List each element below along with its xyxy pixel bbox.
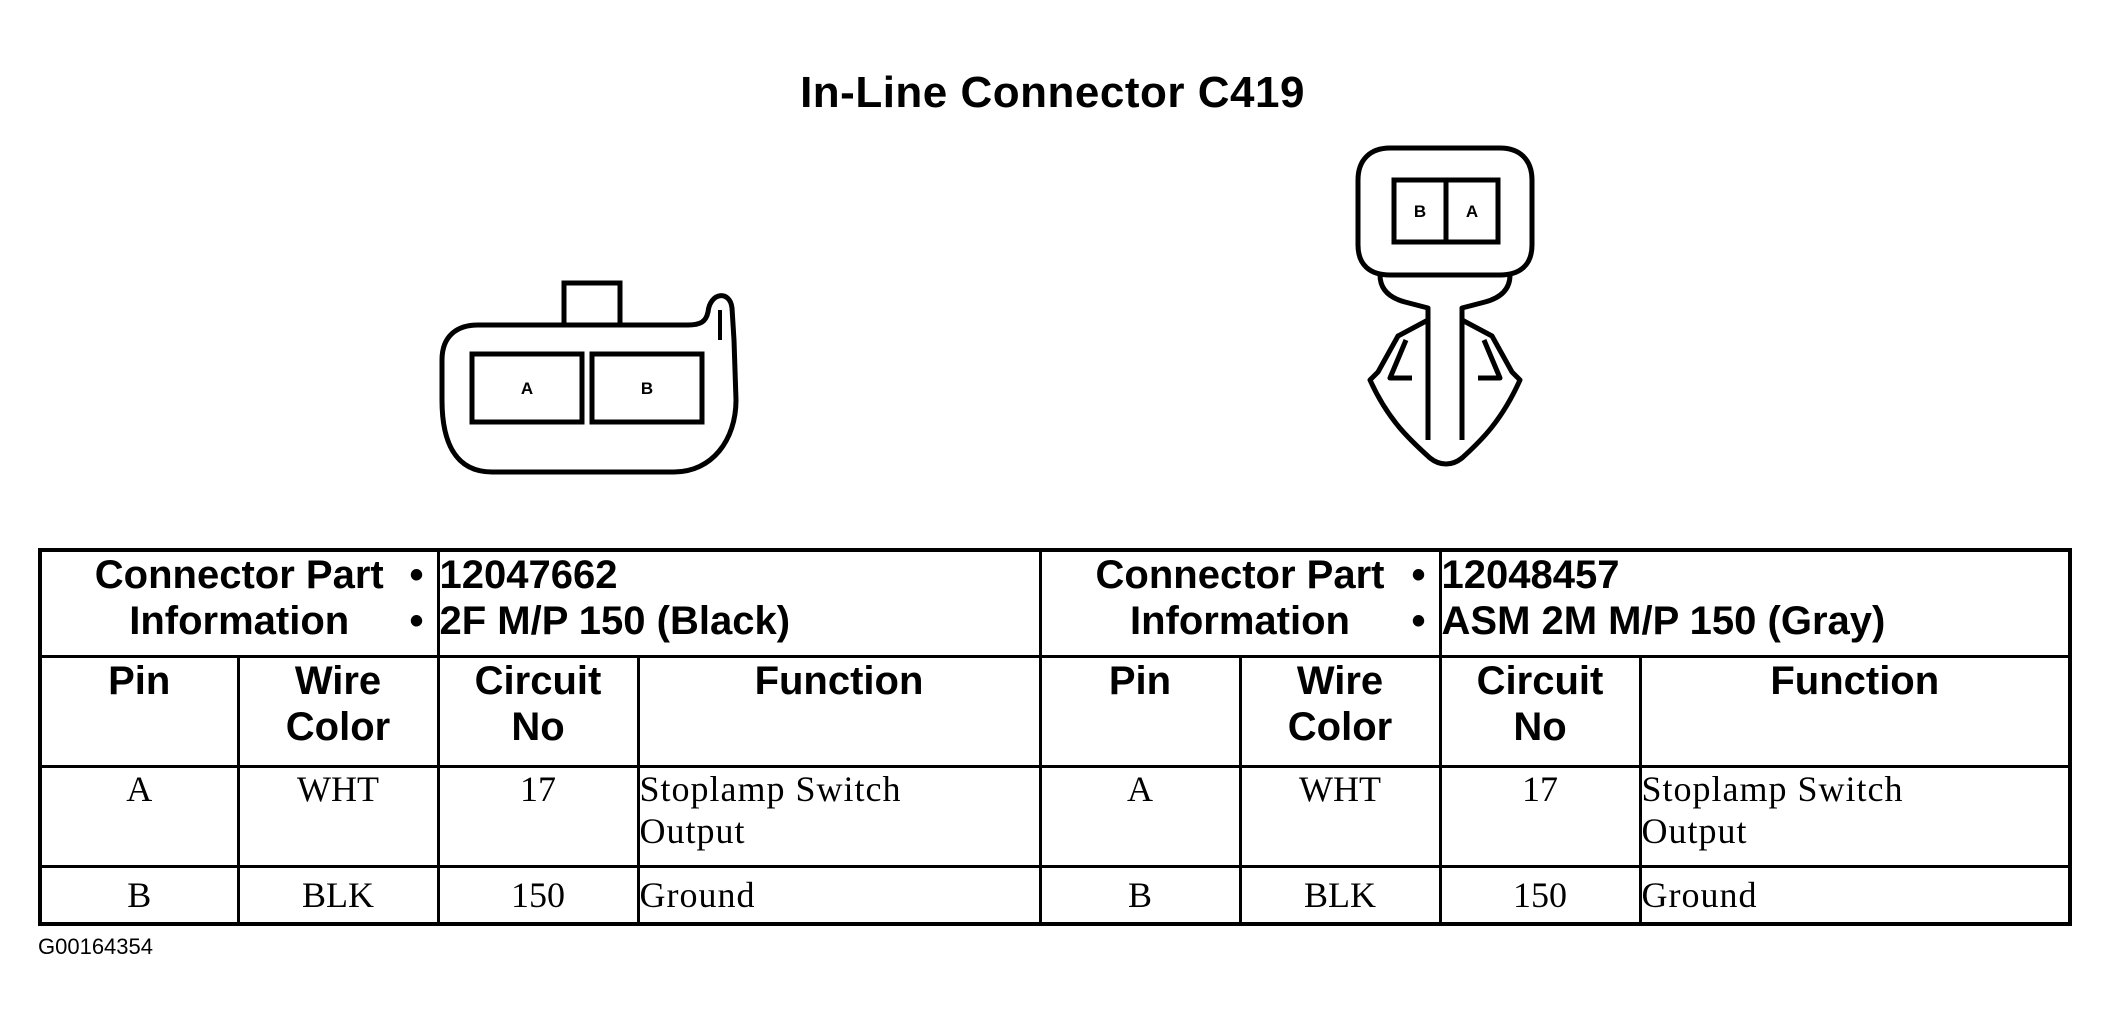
wire-color-cell: BLK	[236, 864, 440, 926]
pin-cell: B	[38, 864, 240, 926]
pin-label-a: A	[1466, 202, 1478, 221]
pin-cell: B	[1038, 864, 1242, 926]
table-row: B BLK 150 Ground B BLK 150 Ground	[38, 864, 2072, 926]
col-header-function: Function	[636, 654, 1042, 768]
header-line-2: Information	[129, 599, 350, 643]
function-cell: Ground	[1638, 864, 2072, 926]
header-line-1: Connector Part	[1095, 553, 1385, 597]
col-header-pin: Pin	[1038, 654, 1242, 768]
part-info-values-left: •12047662 •2F M/P 150 (Black)	[409, 548, 1042, 658]
push-in-retainer	[1367, 274, 1523, 467]
pin-cavity-b	[1391, 177, 1449, 245]
connector-male-with-retainer: B A	[1355, 145, 1535, 467]
part-description: •ASM 2M M/P 150 (Gray)	[1411, 599, 1886, 643]
pin-cell: A	[1038, 764, 1242, 868]
part-info-header-right: Connector Part Information	[1038, 548, 1442, 658]
connector-female-face-view: A B	[439, 280, 739, 475]
connector-housing-outline	[439, 293, 739, 475]
connector-pinout-table: Connector Part Information •12047662 •2F…	[38, 548, 2073, 926]
pin-cell: A	[38, 764, 240, 868]
circuit-cell: 17	[436, 764, 640, 868]
col-header-function: Function	[1638, 654, 2072, 768]
pin-label-b: B	[1414, 202, 1426, 221]
col-header-pin: Pin	[38, 654, 240, 768]
part-number: •12047662	[409, 553, 618, 597]
connector-latch-tab	[561, 280, 623, 328]
wire-color-cell: WHT	[1238, 764, 1442, 868]
pin-label-b: B	[641, 379, 653, 398]
header-line-2: Information	[1130, 599, 1350, 643]
circuit-cell: 150	[1438, 864, 1642, 926]
pin-cavity-b	[589, 351, 705, 425]
pin-label-a: A	[521, 379, 533, 398]
wire-color-cell: WHT	[236, 764, 440, 868]
figure-id: G00164354	[38, 934, 153, 959]
header-line-1: Connector Part	[94, 553, 384, 597]
pin-cavity-a	[1443, 177, 1501, 245]
pin-cavity-a	[469, 351, 585, 425]
wire-color-cell: BLK	[1238, 864, 1442, 926]
circuit-cell: 17	[1438, 764, 1642, 868]
diagram-title: In-Line Connector C419	[800, 68, 1305, 117]
part-info-values-right: •12048457 •ASM 2M M/P 150 (Gray)	[1411, 548, 2072, 658]
part-number: •12048457	[1411, 553, 1620, 597]
part-info-header-left: Connector Part Information	[38, 548, 440, 658]
part-description: •2F M/P 150 (Black)	[409, 599, 791, 643]
circuit-cell: 150	[436, 864, 640, 926]
function-cell: Ground	[636, 864, 1042, 926]
